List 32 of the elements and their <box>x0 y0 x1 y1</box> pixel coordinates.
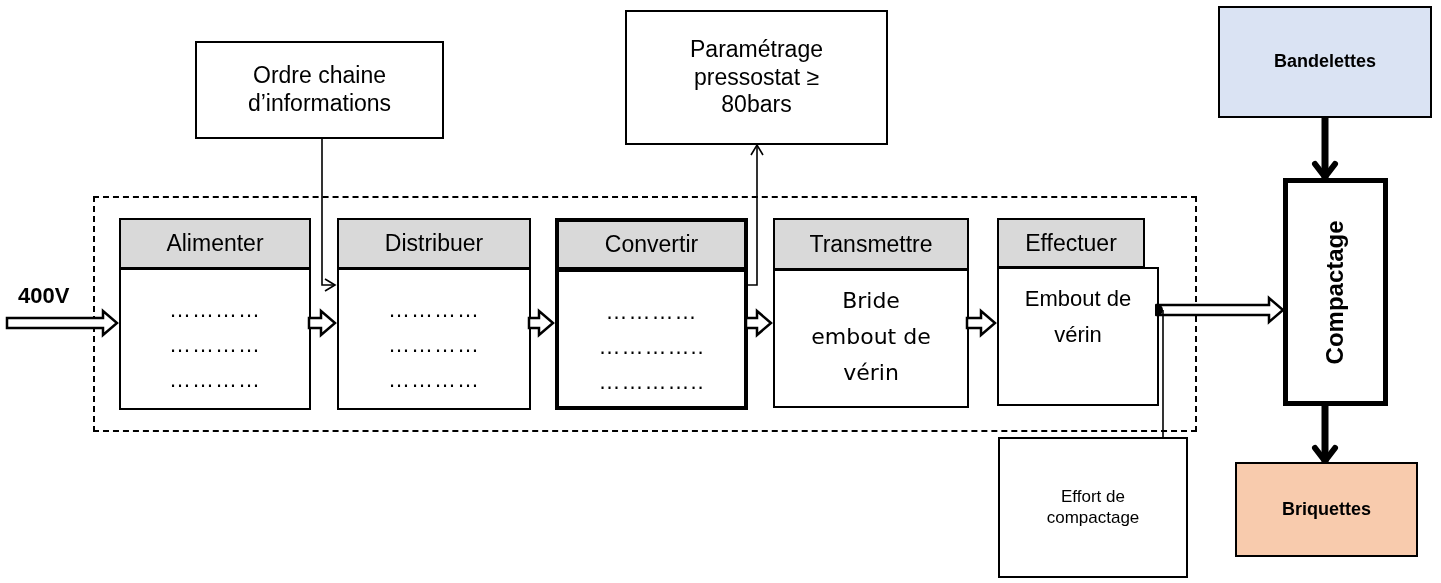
placeholder-dots: ………… <box>604 298 699 326</box>
function-header: Convertir <box>555 218 748 271</box>
placeholder-dots: ………….. <box>597 333 706 361</box>
text-box: Compactage <box>1283 178 1388 406</box>
arrow <box>1312 406 1338 464</box>
hollow-arrow <box>527 308 555 338</box>
text-box: Bandelettes <box>1218 6 1432 118</box>
function-header: Transmettre <box>773 218 969 270</box>
text-box: Briquettes <box>1235 462 1418 557</box>
placeholder-dots: ………….. <box>597 368 706 396</box>
text-box: Ordre chaine d’informations <box>195 41 444 139</box>
text-box: Effort de compactage <box>998 437 1188 578</box>
hollow-arrow <box>5 308 119 338</box>
placeholder-dots: ………… <box>168 296 262 324</box>
body-text: Bride embout de vérin <box>810 287 932 387</box>
hollow-arrow <box>307 308 337 338</box>
arrow <box>745 144 764 286</box>
placeholder-dots: ………… <box>168 366 262 394</box>
function-header: Alimenter <box>119 218 311 269</box>
arrow <box>1312 118 1338 180</box>
text-box: Paramétrage pressostat ≥ 80bars <box>625 10 888 145</box>
placeholder-dots: ………… <box>168 331 262 359</box>
function-header: Effectuer <box>997 218 1145 268</box>
placeholder-dots: ………… <box>387 366 481 394</box>
body-text: Embout de vérin <box>1023 285 1133 349</box>
arrow <box>321 138 336 292</box>
placeholder-dots: ………… <box>387 296 481 324</box>
function-header: Distribuer <box>337 218 531 269</box>
hollow-arrow <box>965 308 997 338</box>
placeholder-dots: ………… <box>387 331 481 359</box>
dashed-boundary <box>93 196 1197 432</box>
hollow-arrow <box>744 308 773 338</box>
